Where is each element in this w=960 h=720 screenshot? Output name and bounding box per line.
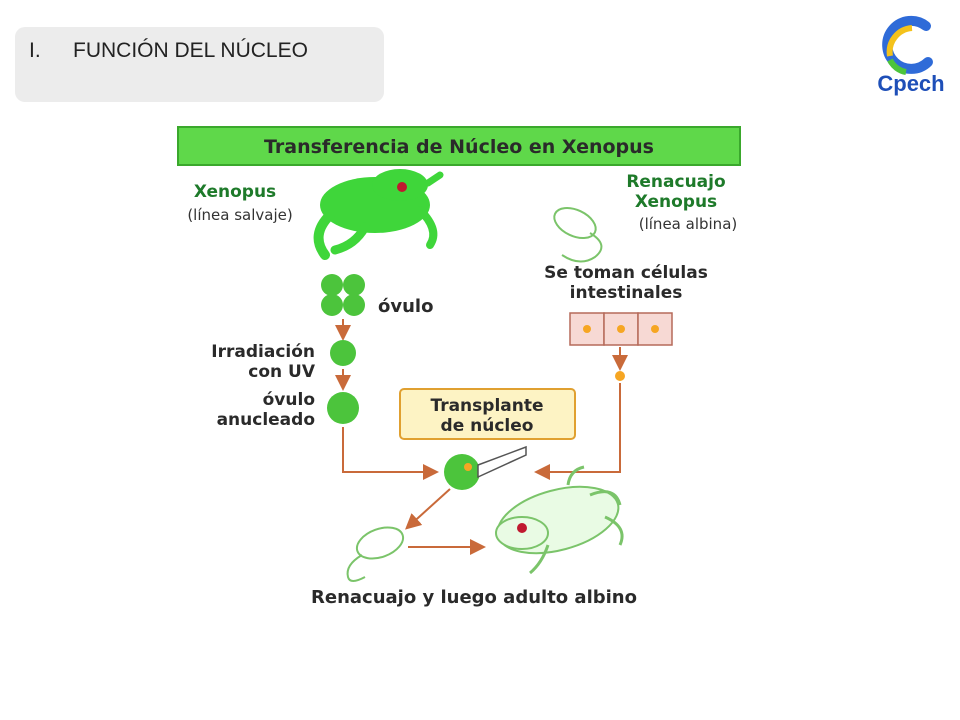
albino-line-name-2: Xenopus <box>635 192 717 212</box>
wild-line-desc: (línea salvaje) <box>187 206 292 224</box>
result-label: Renacuajo y luego adulto albino <box>311 587 637 608</box>
result-tadpole-icon <box>346 526 405 582</box>
cells-label-2: intestinales <box>570 283 683 303</box>
irradiation-label-2: con UV <box>248 362 316 382</box>
wild-line-name: Xenopus <box>194 182 276 202</box>
irradiation-label-1: Irradiación <box>211 342 315 362</box>
logo-arc-yellow-icon <box>886 25 913 57</box>
cells-label-1: Se toman células <box>544 263 708 283</box>
transplant-label-1: Transplante <box>430 396 543 416</box>
arrow-egg-to-tadpole <box>405 488 451 530</box>
albino-line-desc: (línea albina) <box>639 215 737 233</box>
transplant-label-2: de núcleo <box>441 416 534 436</box>
title-number: I. <box>29 39 41 62</box>
pipette-icon <box>477 445 527 479</box>
egg-label: óvulo <box>378 296 433 317</box>
enucleated-egg-icon <box>327 392 359 424</box>
isolated-nucleus-icon <box>615 371 625 381</box>
green-frog-icon <box>313 169 444 260</box>
logo-text: Cpech <box>877 71 944 96</box>
transplant-box <box>399 388 576 440</box>
logo-arc-green-icon <box>887 58 907 75</box>
slide-title: FUNCIÓN DEL NÚCLEO <box>73 39 308 62</box>
intestinal-cells-icon <box>569 312 673 346</box>
slide-title-box: I. FUNCIÓN DEL NÚCLEO <box>15 27 384 102</box>
arrow-enucleated-to-recipient <box>342 427 439 480</box>
recipient-egg-icon <box>444 454 480 490</box>
cpech-logo: Cpech <box>877 15 945 96</box>
irradiated-egg-icon <box>330 340 356 366</box>
albino-tadpole-icon <box>553 206 603 263</box>
egg-cluster-icon <box>321 274 365 316</box>
diagram-title-bar <box>177 126 741 166</box>
albino-line-name-1: Renacuajo <box>626 172 725 192</box>
arrow-nucleus-to-recipient <box>534 383 621 480</box>
enucleated-label-1: óvulo <box>263 390 315 410</box>
transplanted-nucleus-icon <box>464 463 472 471</box>
nuclear-transfer-diagram: Transferencia de Núcleo en Xenopus Xenop… <box>177 126 741 608</box>
diagram-title: Transferencia de Núcleo en Xenopus <box>264 136 654 158</box>
enucleated-label-2: anucleado <box>217 410 315 430</box>
albino-frog-icon <box>495 465 624 575</box>
